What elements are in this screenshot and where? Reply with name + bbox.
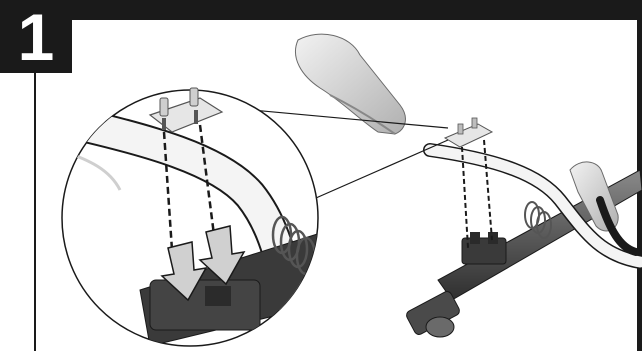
left-border — [34, 20, 36, 351]
arrow-down-right-icon — [198, 225, 246, 286]
handle-grip-top — [295, 33, 406, 135]
handle-bar-right — [423, 143, 642, 269]
arrow-down-left-icon — [160, 241, 208, 302]
callout-connector — [251, 109, 449, 206]
spring-right — [524, 201, 552, 239]
guide-lines-right — [461, 139, 493, 249]
handle-grip-right — [569, 161, 640, 256]
step-number: 1 — [17, 0, 55, 74]
detail-callout — [61, 87, 319, 347]
mounting-plate-small — [443, 117, 494, 148]
header-bar — [0, 0, 642, 20]
step-number-badge: 1 — [0, 0, 72, 73]
mounting-plate-detail — [148, 87, 224, 133]
clamp-bracket-right — [461, 232, 507, 265]
guide-lines-detail — [162, 124, 216, 251]
